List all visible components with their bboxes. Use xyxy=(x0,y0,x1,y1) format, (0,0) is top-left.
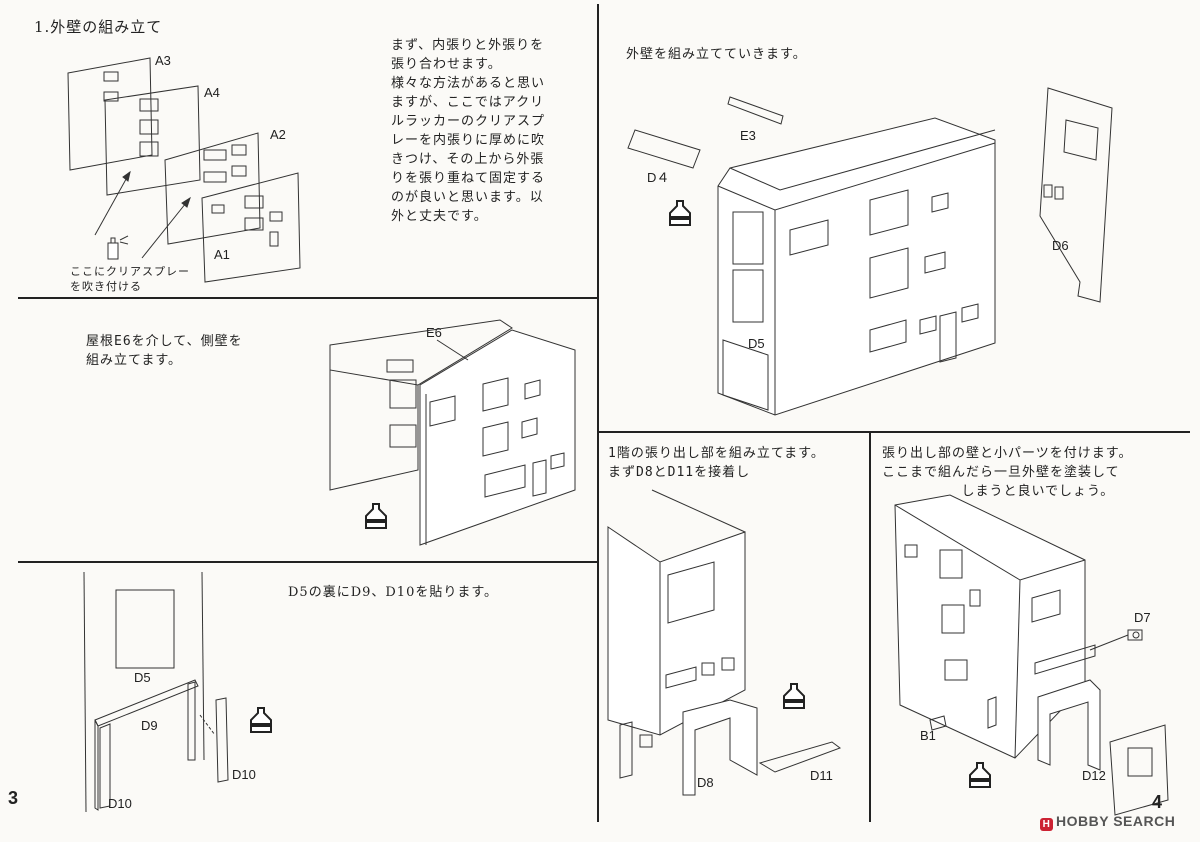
label-d8: D8 xyxy=(697,775,714,790)
section4-instructions: 1階の張り出し部を組み立てます。 まずD8とD11を接着し xyxy=(608,446,825,480)
section6-instructions: D5の裏にD9、D10を貼ります。 xyxy=(288,585,499,600)
label-d12: D12 xyxy=(1082,768,1106,783)
label-e3: E3 xyxy=(740,128,756,143)
label-d10-right: D10 xyxy=(232,767,256,782)
label-d11: D11 xyxy=(810,768,833,783)
glue-bottle-icon xyxy=(969,762,991,788)
building-main-diagram xyxy=(627,87,1113,416)
section3-instructions: 屋根E6を介して、側壁を 組み立てます。 xyxy=(86,334,243,368)
spray-note: ここにクリアスプレー を吹き付ける xyxy=(70,265,190,293)
section1-heading: 1.外壁の組み立て xyxy=(34,18,163,36)
section1-instructions: まず、内張りと外張りを 張り合わせます。 様々な方法があると思い ますが、ここで… xyxy=(391,38,546,224)
label-a3: A3 xyxy=(155,53,171,68)
label-d6: D6 xyxy=(1052,238,1069,253)
section2-instructions: 外壁を組み立てていきます。 xyxy=(626,47,807,62)
side-wall-diagram xyxy=(329,319,576,546)
glue-bottle-icon xyxy=(783,683,805,709)
annex-diagram xyxy=(607,489,842,796)
wall-layers-diagram xyxy=(67,57,301,283)
label-d5-back: D5 xyxy=(134,670,151,685)
label-a1: A1 xyxy=(214,247,230,262)
label-a4: A4 xyxy=(204,85,220,100)
watermark-text: HOBBY SEARCH xyxy=(1056,813,1176,829)
label-d5-main: D5 xyxy=(748,336,765,351)
label-a2: A2 xyxy=(270,127,286,142)
hobby-search-logo-icon: H xyxy=(1040,818,1053,831)
glue-bottle-icon xyxy=(365,503,387,529)
section5-instructions: 張り出し部の壁と小パーツを付けます。 ここまで組んだら一旦外壁を塗装して しまう… xyxy=(882,446,1133,499)
label-b1: B1 xyxy=(920,728,936,743)
page-number-right: 4 xyxy=(1152,792,1163,812)
glue-bottle-icon xyxy=(250,707,272,733)
finished-building-diagram xyxy=(894,494,1169,816)
label-d9: D9 xyxy=(141,718,158,733)
label-d7: D7 xyxy=(1134,610,1151,625)
d5-back-diagram xyxy=(83,571,229,813)
label-e6: E6 xyxy=(426,325,442,340)
glue-bottle-icon xyxy=(669,200,691,226)
label-d4: D４ xyxy=(647,170,670,185)
spray-can-icon xyxy=(107,235,129,260)
label-d10-left: D10 xyxy=(108,796,132,811)
page-number-left: 3 xyxy=(8,788,19,808)
